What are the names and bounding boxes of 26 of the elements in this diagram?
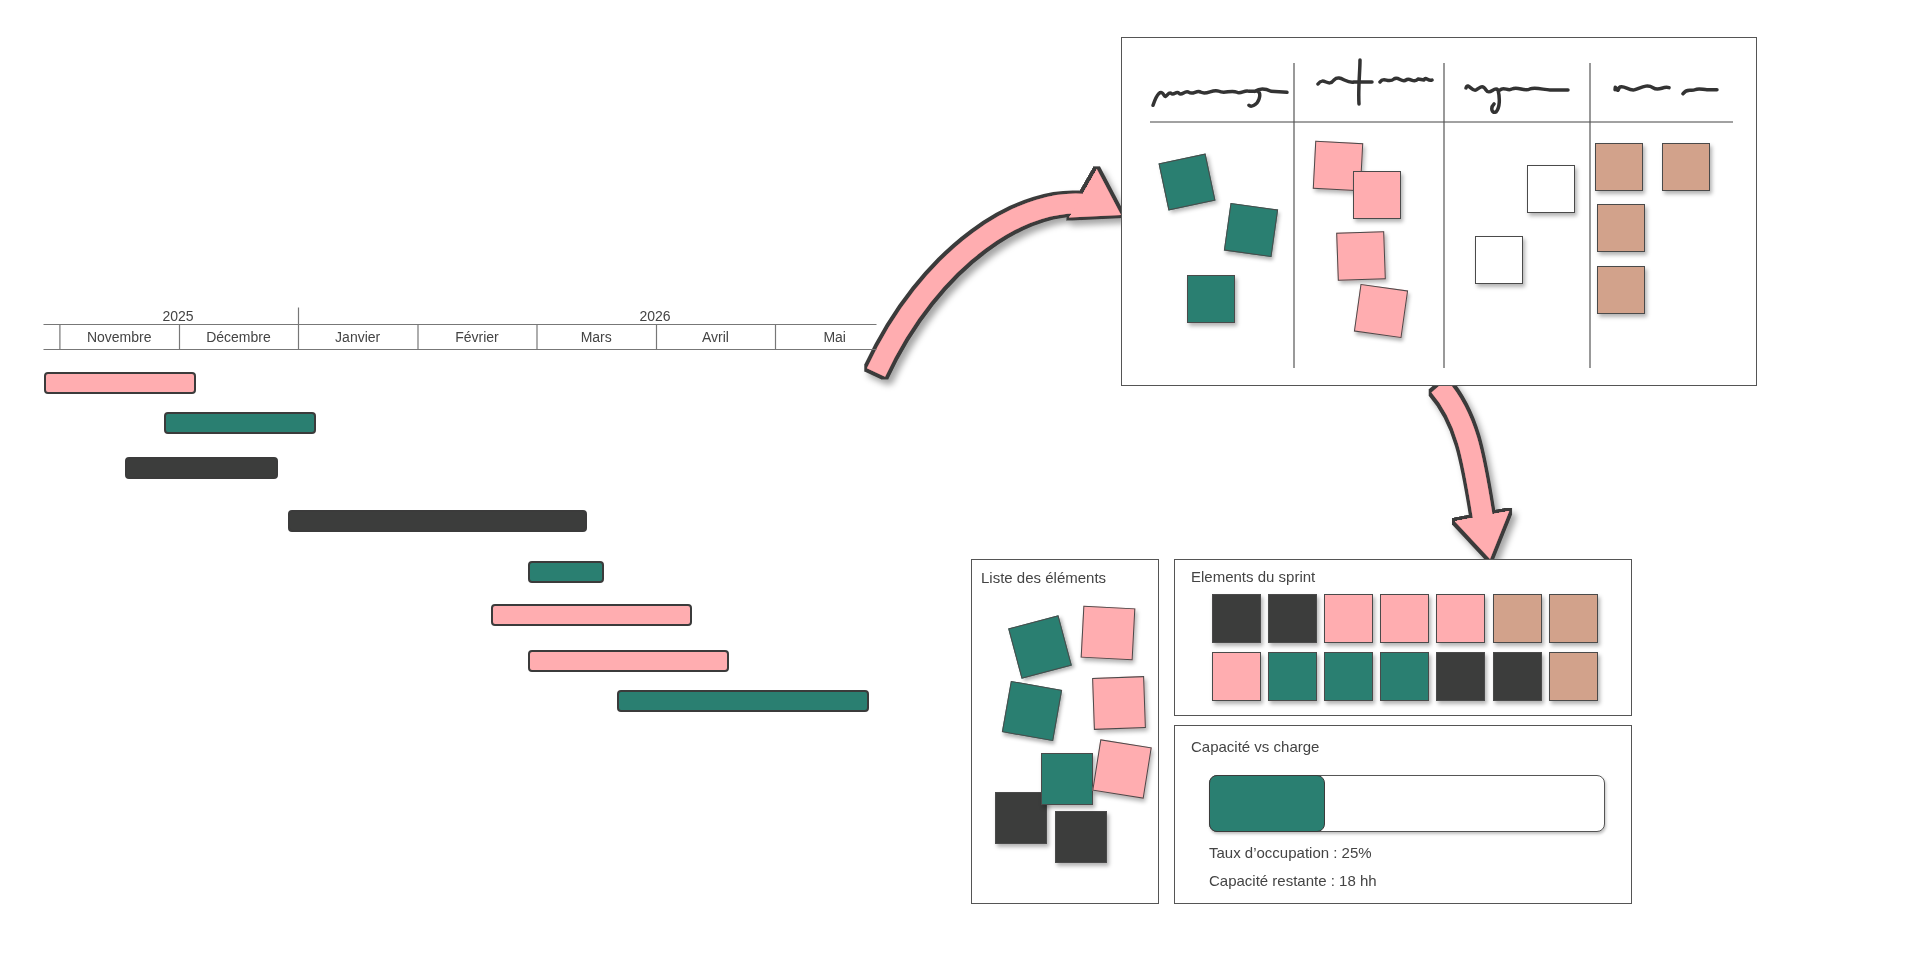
month-label: Mars bbox=[580, 328, 612, 346]
panel-title: Elements du sprint bbox=[1191, 568, 1316, 586]
gantt-bar bbox=[617, 690, 869, 712]
gantt-bar bbox=[124, 457, 278, 479]
month-label: Mai bbox=[823, 328, 846, 346]
gantt-bar bbox=[288, 509, 587, 532]
stat-text: Capacité restante : 18 hh bbox=[1209, 872, 1377, 890]
month-label: Novembre bbox=[86, 328, 152, 346]
gantt-bar bbox=[44, 372, 196, 394]
stat-text: Taux d’occupation : 25% bbox=[1209, 844, 1372, 862]
panel-title: Liste des éléments bbox=[981, 569, 1107, 587]
month-label: Février bbox=[455, 328, 499, 346]
year-label: 2025 bbox=[162, 307, 194, 325]
gantt-bar bbox=[491, 604, 692, 626]
gantt-bar bbox=[528, 561, 604, 583]
sprint-panel bbox=[1174, 559, 1632, 716]
month-label: Avril bbox=[701, 328, 729, 346]
month-label: Janvier bbox=[335, 328, 381, 346]
backlog-panel bbox=[971, 559, 1159, 904]
gantt-bar bbox=[528, 649, 729, 672]
panel-title: Capacité vs charge bbox=[1191, 738, 1320, 756]
kanban-board bbox=[1121, 37, 1757, 386]
capacity-panel bbox=[1174, 725, 1632, 904]
gantt-bar bbox=[164, 412, 316, 434]
year-label: 2026 bbox=[639, 307, 671, 325]
month-label: Décembre bbox=[206, 328, 271, 346]
